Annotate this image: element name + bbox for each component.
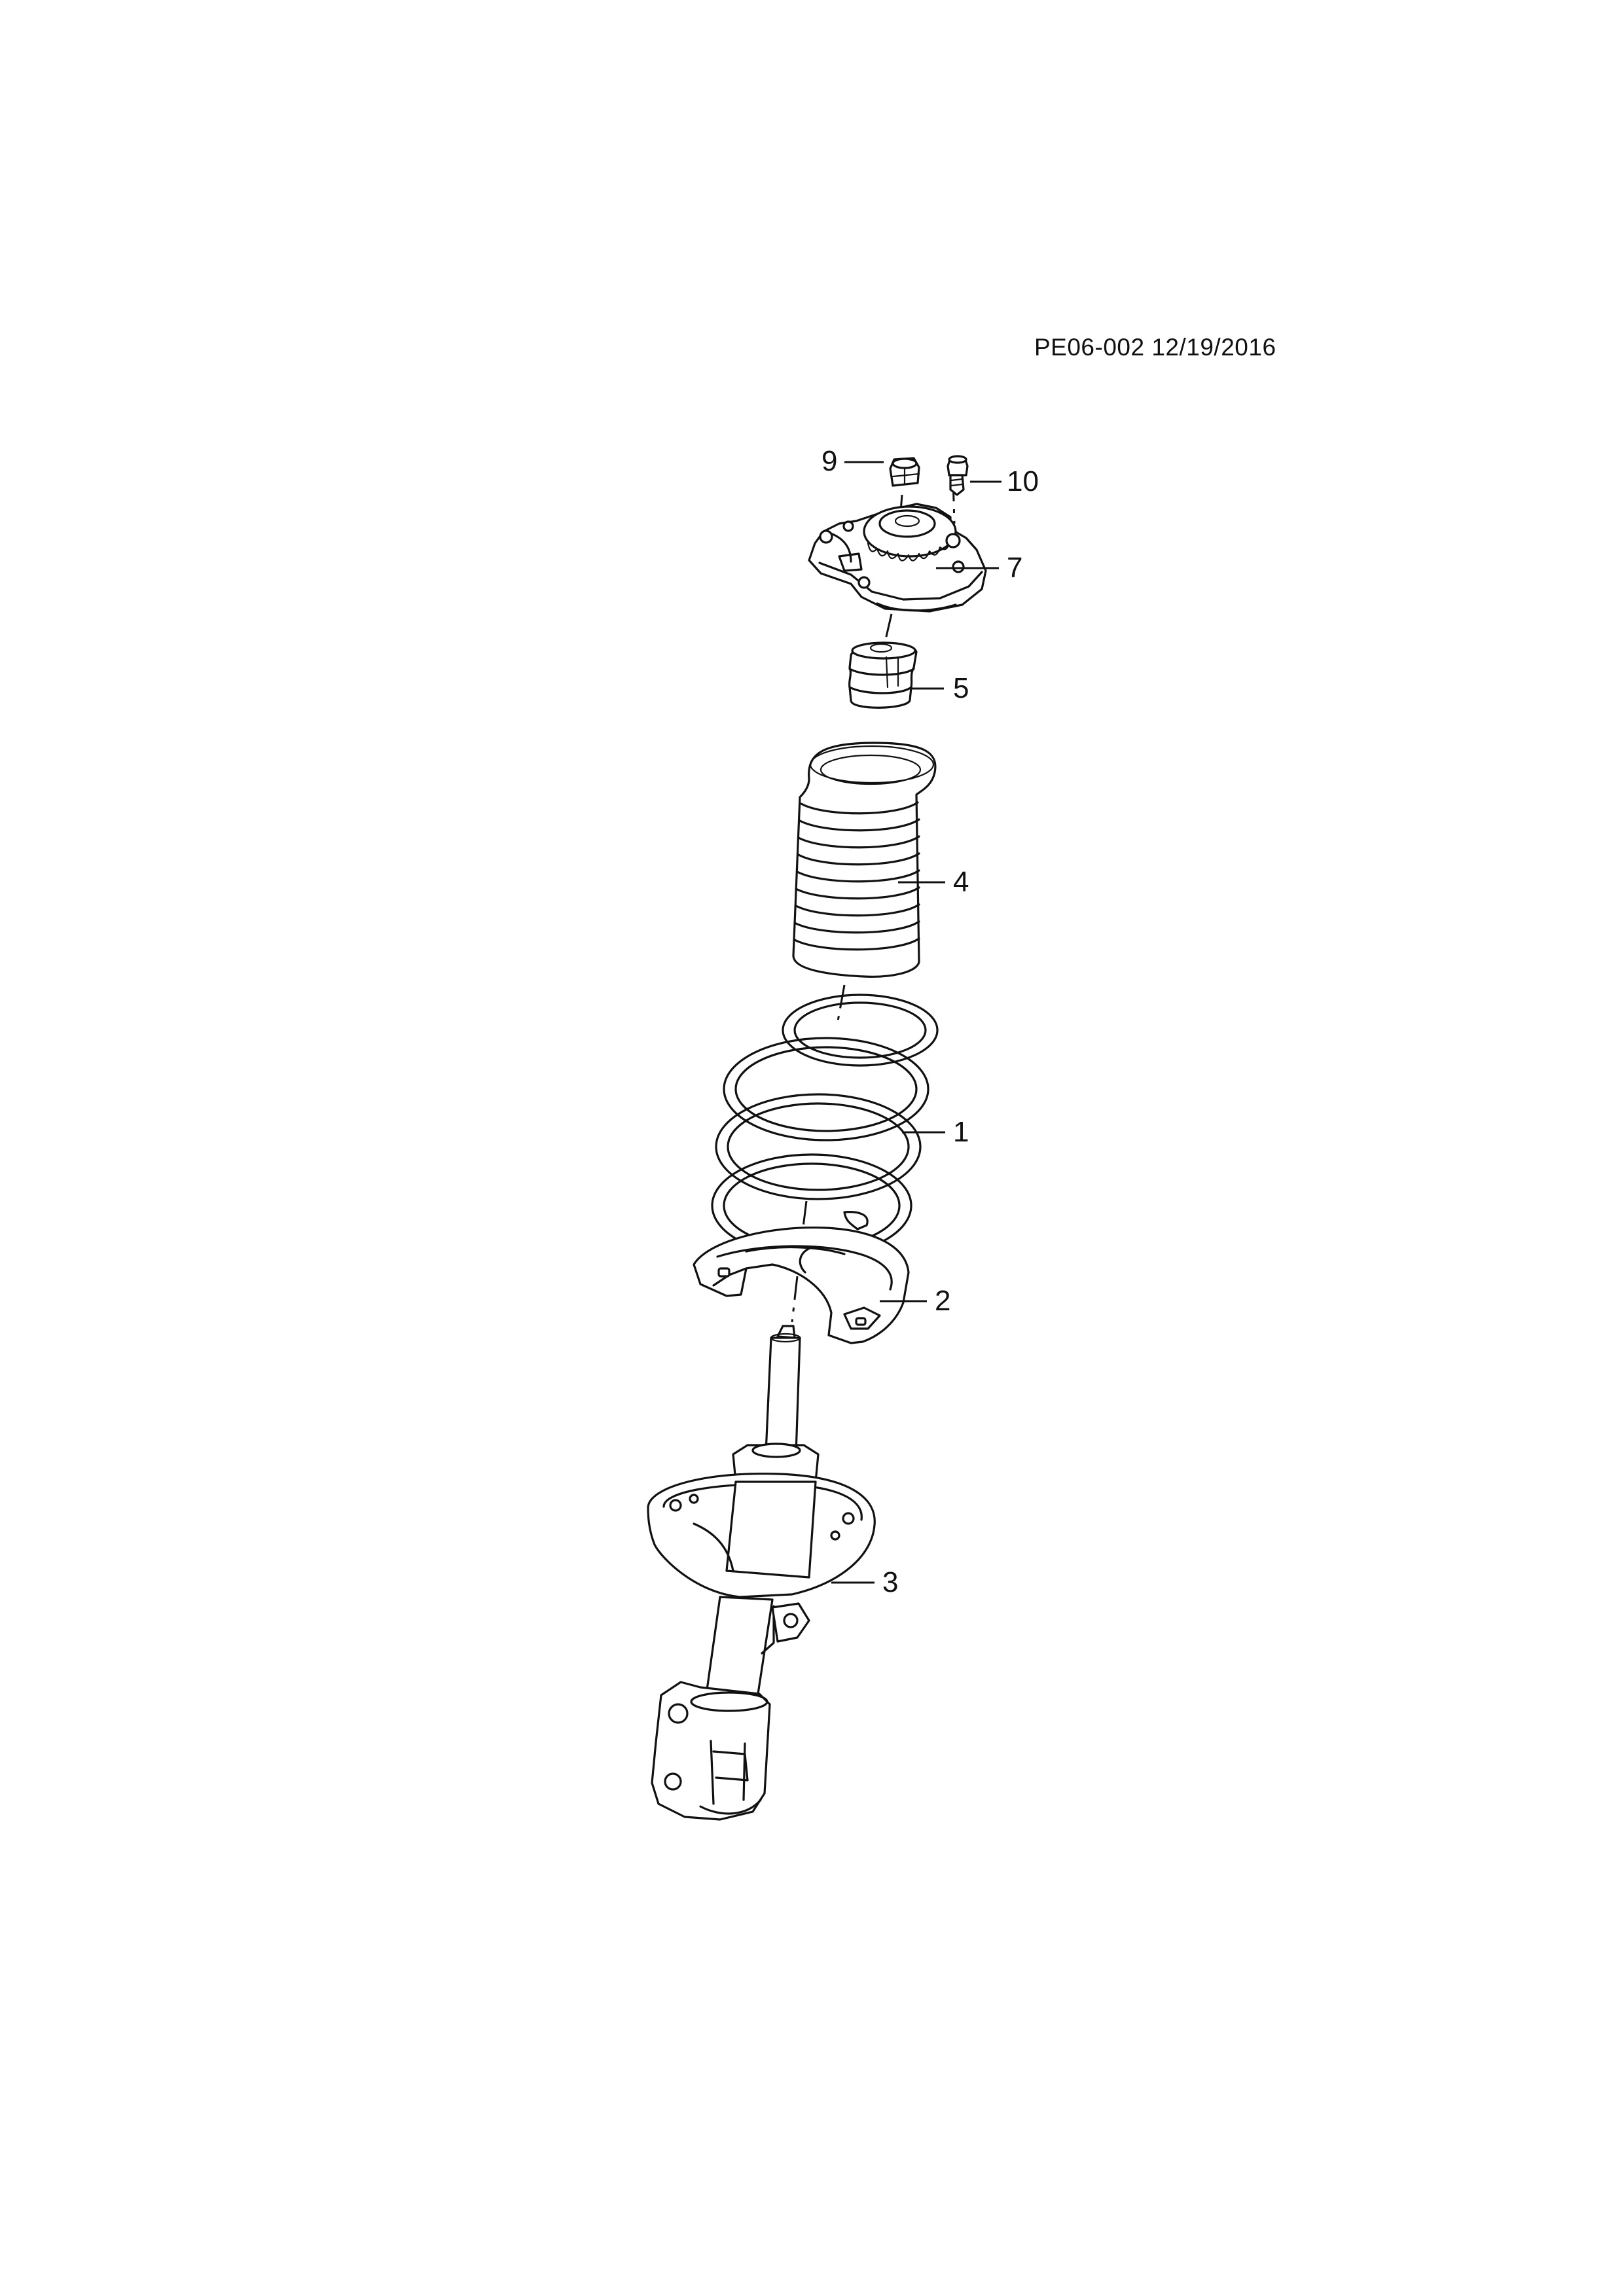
callout-5: 5 [953,672,969,704]
sheet-id-date: PE06-002 12/19/2016 [1034,334,1276,361]
callout-2: 2 [935,1285,951,1317]
shock-absorber-icon [647,1325,876,1821]
callout-7: 7 [1007,552,1023,584]
callout-4: 4 [953,866,969,898]
bump-stop-icon [848,641,918,709]
dust-boot-icon [792,742,937,978]
callout-10: 10 [1007,465,1039,497]
callout-3: 3 [882,1566,899,1598]
leader-lines [831,461,1001,1584]
callout-9: 9 [821,445,838,477]
nut-icon [889,457,920,487]
spring-seat-icon [693,1226,910,1344]
bolt-icon [947,455,969,496]
coil-spring-icon [711,994,939,1258]
callout-1: 1 [953,1116,969,1148]
strut-mount-icon [808,503,987,613]
